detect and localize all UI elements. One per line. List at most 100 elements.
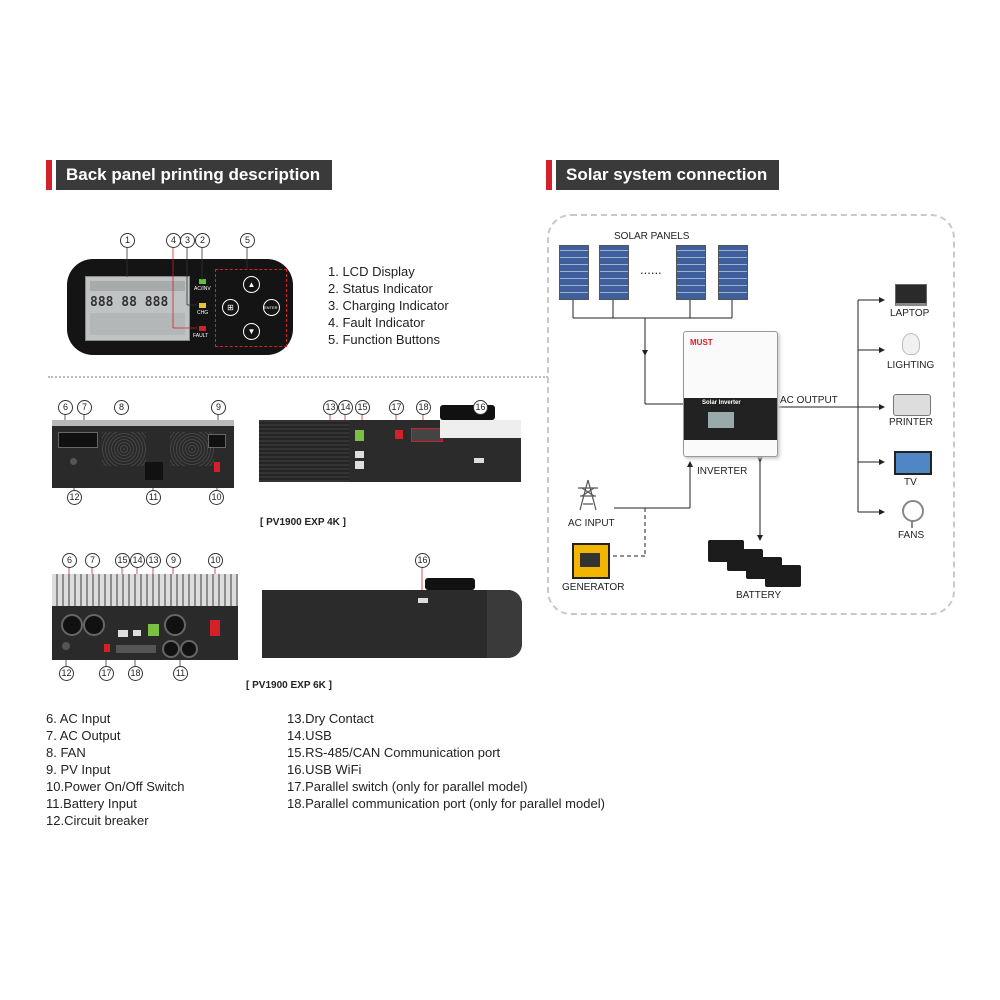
usb-port <box>355 451 364 458</box>
function-buttons-area: ▲ ⊞ ENTER ▼ <box>215 269 287 347</box>
fan-grille <box>170 432 214 466</box>
legend-item: 5. Function Buttons <box>328 332 441 347</box>
esc-button[interactable]: ⊞ <box>222 299 239 316</box>
solar-connection-header: Solar system connection <box>546 160 780 190</box>
list-item: 10.Power On/Off Switch <box>46 779 185 794</box>
carry-handle <box>425 578 475 590</box>
legend-item: 1. LCD Display <box>328 264 415 279</box>
battery-input <box>162 640 180 658</box>
down-button[interactable]: ▼ <box>243 323 260 340</box>
callout-2: 2 <box>195 233 210 248</box>
callout-15: 15 <box>355 400 370 415</box>
battery-label: BATTERY <box>736 590 782 601</box>
ac-input-gland <box>61 614 83 636</box>
inverter-label: INVERTER <box>697 466 748 477</box>
enter-button[interactable] <box>263 299 280 316</box>
inverter-brand: MUST <box>690 338 713 347</box>
laptop-icon <box>895 284 927 306</box>
battery-icon <box>765 565 801 587</box>
ac-input-label: AC INPUT <box>568 518 615 529</box>
pv-terminal <box>208 434 226 448</box>
list-item: 15.RS-485/CAN Communication port <box>287 745 501 760</box>
callout-7: 7 <box>85 553 100 568</box>
circuit-breaker[interactable] <box>62 642 70 650</box>
back-panel-title: Back panel printing description <box>56 160 333 190</box>
ac-terminal <box>58 432 98 448</box>
usb-wifi-port <box>474 458 484 463</box>
light-bulb-icon <box>902 333 920 355</box>
callout-12: 12 <box>67 490 82 505</box>
ac-output-label: AC OUTPUT <box>780 395 838 406</box>
callout-6: 6 <box>62 553 77 568</box>
ac-output-gland <box>83 614 105 636</box>
callout-17: 17 <box>99 666 114 681</box>
callout-16: 16 <box>473 400 488 415</box>
status-led <box>199 279 206 284</box>
tv-icon <box>894 451 932 475</box>
parallel-switch[interactable] <box>104 644 110 652</box>
inverter-4k-back-panel <box>52 420 234 488</box>
callout-11: 11 <box>146 490 161 505</box>
callout-10: 10 <box>208 553 223 568</box>
callout-9: 9 <box>166 553 181 568</box>
printer-icon <box>893 394 931 416</box>
header-accent-bar <box>546 160 552 190</box>
power-tower-icon <box>574 478 602 512</box>
tv-label: TV <box>904 477 917 488</box>
callout-14: 14 <box>338 400 353 415</box>
chg-label: CHG <box>197 310 209 316</box>
inverter-front-band: Solar Inverter <box>684 398 777 440</box>
header-accent-bar <box>46 160 52 190</box>
usb-port <box>133 630 141 636</box>
lcd-front-panel: 888 88 888 AC/INV CHG FAULT ▲ ⊞ ENTER ▼ <box>67 259 293 355</box>
solar-panel <box>718 245 748 300</box>
inverter-6k-side-view <box>262 590 522 658</box>
callout-10: 10 <box>209 490 224 505</box>
callout-5: 5 <box>240 233 255 248</box>
inverter-6k-back-panel <box>52 574 238 660</box>
more-panels-dots: ...... <box>640 262 662 277</box>
list-item: 13.Dry Contact <box>287 711 374 726</box>
fan-icon <box>902 500 924 522</box>
model-4k-label: [ PV1900 EXP 4K ] <box>260 517 346 528</box>
list-item: 9. PV Input <box>46 762 111 777</box>
fans-label: FANS <box>898 530 925 541</box>
circuit-breaker[interactable] <box>70 458 77 465</box>
callout-18: 18 <box>128 666 143 681</box>
callout-7: 7 <box>77 400 92 415</box>
parallel-switch[interactable] <box>395 430 403 439</box>
list-item: 8. FAN <box>46 745 86 760</box>
callout-3: 3 <box>180 233 195 248</box>
callout-17: 17 <box>389 400 404 415</box>
callout-12: 12 <box>59 666 74 681</box>
callout-9: 9 <box>211 400 226 415</box>
power-switch[interactable] <box>210 620 220 636</box>
dry-contact-port <box>148 624 159 636</box>
pv-input-gland <box>164 614 186 636</box>
battery-input <box>180 640 198 658</box>
list-item: 7. AC Output <box>46 728 121 743</box>
battery-terminal <box>145 462 163 480</box>
lighting-label: LIGHTING <box>887 360 935 371</box>
components-list-left: 6. AC Input 7. AC Output 8. FAN 9. PV In… <box>46 710 185 829</box>
power-switch[interactable] <box>214 462 220 472</box>
legend-item: 4. Fault Indicator <box>328 315 425 330</box>
rs485-port <box>355 461 364 469</box>
inverter-model-text: Solar Inverter <box>702 400 741 406</box>
solar-panels-label: SOLAR PANELS <box>614 231 690 242</box>
inverter-unit: MUST Solar Inverter <box>683 331 778 457</box>
callout-16: 16 <box>415 553 430 568</box>
charging-led <box>199 303 206 308</box>
callout-18: 18 <box>416 400 431 415</box>
rs485-port <box>118 630 128 637</box>
section-divider <box>48 376 548 378</box>
solar-panel <box>676 245 706 300</box>
model-6k-label: [ PV1900 EXP 6K ] <box>246 680 332 691</box>
up-button[interactable]: ▲ <box>243 276 260 293</box>
side-panel-top <box>440 420 521 438</box>
generator-icon <box>572 543 610 579</box>
parallel-comm-port <box>116 645 156 653</box>
legend-item: 3. Charging Indicator <box>328 298 449 313</box>
legend-item: 2. Status Indicator <box>328 281 433 296</box>
list-item: 11.Battery Input <box>46 796 137 811</box>
